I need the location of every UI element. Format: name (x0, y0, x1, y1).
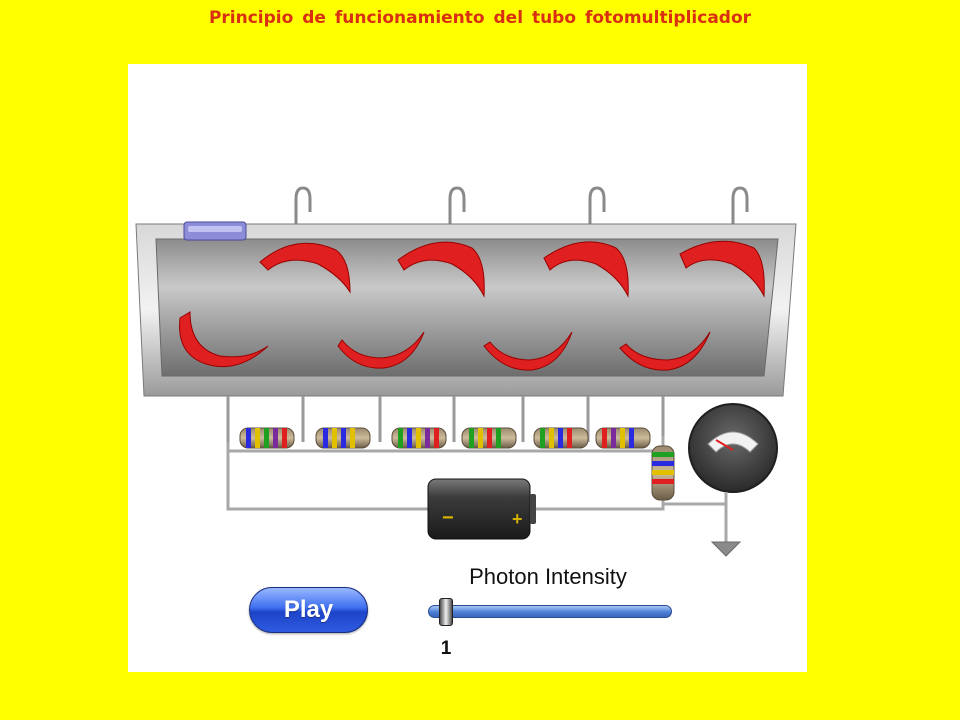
animation-stage: − + Play Photon Intensity 1 (128, 64, 807, 672)
resistor-chain (239, 427, 651, 449)
meter-icon (688, 403, 778, 493)
load-resistor (651, 436, 675, 509)
dynode-leads (226, 396, 665, 442)
photon-intensity-label: Photon Intensity (469, 564, 627, 589)
dynode-pins (294, 186, 749, 234)
photon-intensity-slider-track[interactable] (428, 605, 672, 618)
play-button[interactable]: Play (249, 587, 368, 633)
battery-icon: − + (427, 478, 536, 540)
battery-minus: − (442, 507, 454, 529)
battery-plus: + (512, 509, 523, 529)
upper-dynodes (259, 240, 765, 298)
photocathode-icon (183, 221, 247, 241)
page-title: Principio de funcionamiento del tubo fot… (208, 8, 752, 28)
ground-icon (710, 492, 742, 557)
photon-intensity-value: 1 (440, 638, 452, 659)
lower-dynodes (179, 311, 711, 371)
photomultiplier-diagram: − + (135, 186, 797, 557)
photon-intensity-slider-thumb[interactable] (439, 598, 453, 626)
